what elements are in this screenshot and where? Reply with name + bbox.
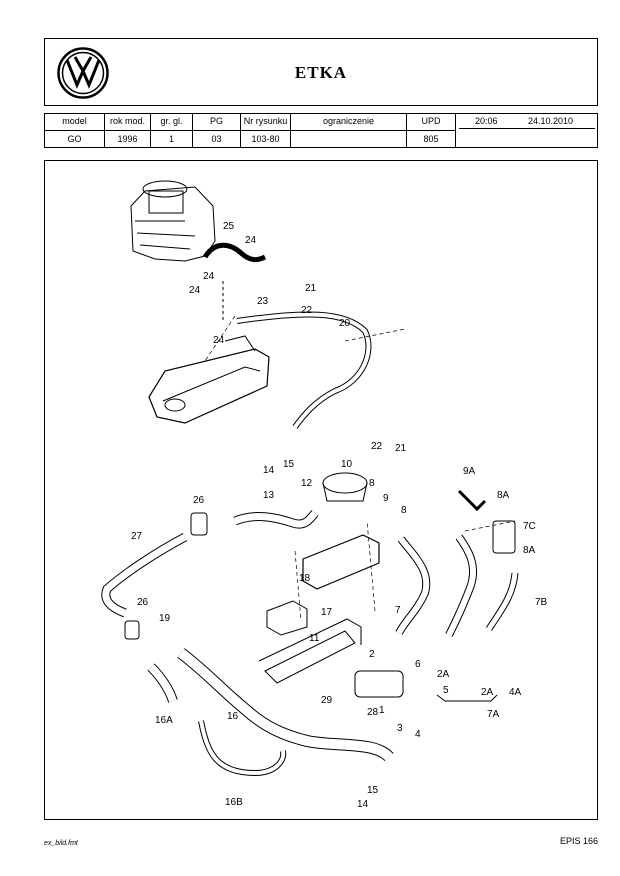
callout-label: 16A xyxy=(155,715,173,726)
callout-label: 22 xyxy=(371,441,383,452)
cell-main-group: gr. gl. 1 xyxy=(151,114,193,147)
callout-label: 12 xyxy=(301,478,313,489)
value-model: GO xyxy=(67,134,82,144)
print-time: 20:06 xyxy=(475,116,498,126)
label-pg: PG xyxy=(209,116,223,126)
callout-label: 18 xyxy=(299,573,311,584)
print-date: 24.10.2010 xyxy=(528,116,574,126)
app-title: ETKA xyxy=(294,63,348,82)
callout-label: 5 xyxy=(443,685,449,696)
diagram-drawing xyxy=(101,180,519,777)
callout-label: 10 xyxy=(341,459,353,470)
cell-restriction: ograniczenie xyxy=(291,114,407,147)
label-main-group: gr. gl. xyxy=(160,116,183,126)
label-model: model xyxy=(62,116,87,126)
footer-page-code: EPIS 166 xyxy=(559,836,598,846)
callout-label: 29 xyxy=(321,695,333,706)
label-upd: UPD xyxy=(421,116,441,126)
callout-label: 21 xyxy=(395,443,407,454)
datetime-underline xyxy=(459,128,595,129)
callout-label: 7 xyxy=(395,605,401,616)
callout-label: 7A xyxy=(487,709,500,720)
header-box: ETKA xyxy=(44,38,598,106)
label-year: rok mod. xyxy=(109,116,145,126)
datetime-divider xyxy=(455,114,456,147)
callout-label: 20 xyxy=(339,318,351,329)
info-table: model GO rok mod. 1996 gr. gl. 1 PG 03 N… xyxy=(44,113,598,148)
callout-label: 24 xyxy=(189,285,201,296)
callout-label: 17 xyxy=(321,607,333,618)
callout-label: 13 xyxy=(263,490,275,501)
vw-logo-icon xyxy=(57,47,109,99)
value-main-group: 1 xyxy=(168,134,174,144)
callout-label: 21 xyxy=(305,283,317,294)
value-year: 1996 xyxy=(117,134,138,144)
cell-model: model GO xyxy=(45,114,105,147)
callout-label: 6 xyxy=(415,659,421,670)
value-pg: 03 xyxy=(211,134,222,144)
callout-label: 1 xyxy=(379,705,385,716)
callout-label: 22 xyxy=(301,305,313,316)
callout-label: 23 xyxy=(257,296,269,307)
cell-year: rok mod. 1996 xyxy=(105,114,151,147)
callout-label: 7B xyxy=(535,597,548,608)
callout-labels: 25 24 24 24 21 23 22 24 20 22 21 14 15 1… xyxy=(131,221,548,810)
callout-label: 26 xyxy=(137,597,149,608)
callout-label: 16B xyxy=(225,797,243,808)
callout-label: 8 xyxy=(401,505,407,516)
callout-label: 15 xyxy=(283,459,295,470)
callout-label: 4A xyxy=(509,687,522,698)
callout-label: 25 xyxy=(223,221,235,232)
callout-label: 16 xyxy=(227,711,239,722)
cell-pg: PG 03 xyxy=(193,114,241,147)
cell-drawing-no: Nr rysunku 103-80 xyxy=(241,114,291,147)
callout-label: 19 xyxy=(159,613,171,624)
diagram-frame: 25 24 24 24 21 23 22 24 20 22 21 14 15 1… xyxy=(44,160,598,820)
callout-label: 26 xyxy=(193,495,205,506)
callout-label: 9A xyxy=(463,466,476,477)
cell-upd: UPD 805 xyxy=(407,114,455,147)
table-divider xyxy=(45,130,455,131)
callout-label: 15 xyxy=(367,785,379,796)
callout-label: 3 xyxy=(397,723,403,734)
callout-label: 8 xyxy=(369,478,375,489)
callout-label: 24 xyxy=(203,271,215,282)
callout-label: 4 xyxy=(415,729,421,740)
callout-label: 14 xyxy=(263,465,275,476)
value-drawing-no: 103-80 xyxy=(251,134,280,144)
callout-label: 14 xyxy=(357,799,369,810)
callout-label: 24 xyxy=(213,335,225,346)
callout-label: 24 xyxy=(245,235,257,246)
callout-label: 2 xyxy=(369,649,375,660)
label-drawing-no: Nr rysunku xyxy=(243,116,288,126)
footer-template-name: ex_bild.fmt xyxy=(44,840,78,847)
callout-label: 8A xyxy=(497,490,510,501)
callout-label: 7C xyxy=(523,521,536,532)
label-restriction: ograniczenie xyxy=(322,116,375,126)
callout-label: 27 xyxy=(131,531,143,542)
value-upd: 805 xyxy=(423,134,439,144)
callout-label: 8A xyxy=(523,545,536,556)
exploded-parts-diagram: 25 24 24 24 21 23 22 24 20 22 21 14 15 1… xyxy=(101,180,548,810)
callout-label: 28 xyxy=(367,707,379,718)
callout-label: 9 xyxy=(383,493,389,504)
callout-label: 2A xyxy=(437,669,450,680)
callout-label: 2A xyxy=(481,687,494,698)
callout-label: 11 xyxy=(309,633,320,644)
